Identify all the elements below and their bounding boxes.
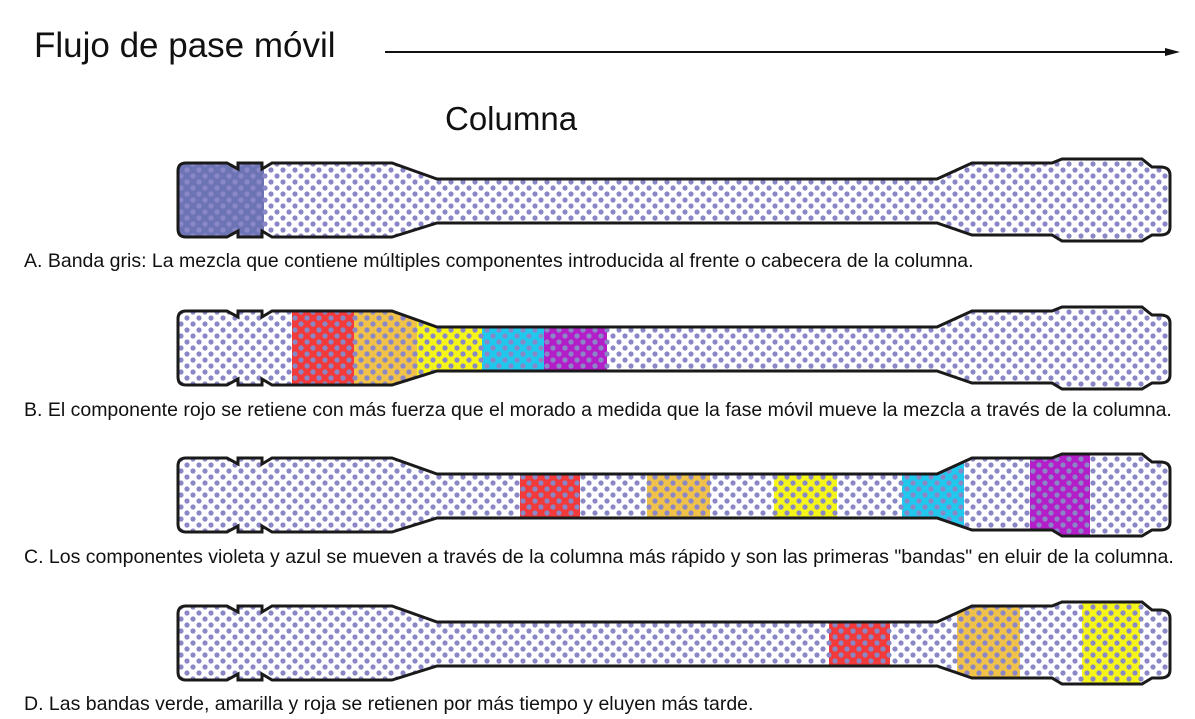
- column-label: Columna: [445, 100, 578, 137]
- caption-c: C. Los componentes violeta y azul se mue…: [24, 546, 1174, 568]
- column-panel-c: [176, 452, 1172, 538]
- column-panel-b: [176, 305, 1172, 391]
- column-panel-a: [176, 157, 1172, 243]
- column-outline: [176, 600, 1172, 686]
- packing-dots: [178, 159, 1170, 241]
- column-outline: [176, 452, 1172, 538]
- packing-dots: [178, 602, 1170, 684]
- caption-b: B. El componente rojo se retiene con más…: [24, 399, 1172, 421]
- packing-dots: [178, 307, 1170, 389]
- mobile-phase-flow-label: Flujo de pase móvil: [34, 26, 336, 65]
- packing-dots: [178, 454, 1170, 536]
- flow-direction-arrow: [385, 48, 1180, 56]
- column-outline: [176, 157, 1172, 243]
- caption-a: A. Banda gris: La mezcla que contiene mú…: [24, 250, 974, 272]
- column-outline: [176, 305, 1172, 391]
- caption-d: D. Las bandas verde, amarilla y roja se …: [24, 693, 754, 715]
- column-panel-d: [176, 600, 1172, 686]
